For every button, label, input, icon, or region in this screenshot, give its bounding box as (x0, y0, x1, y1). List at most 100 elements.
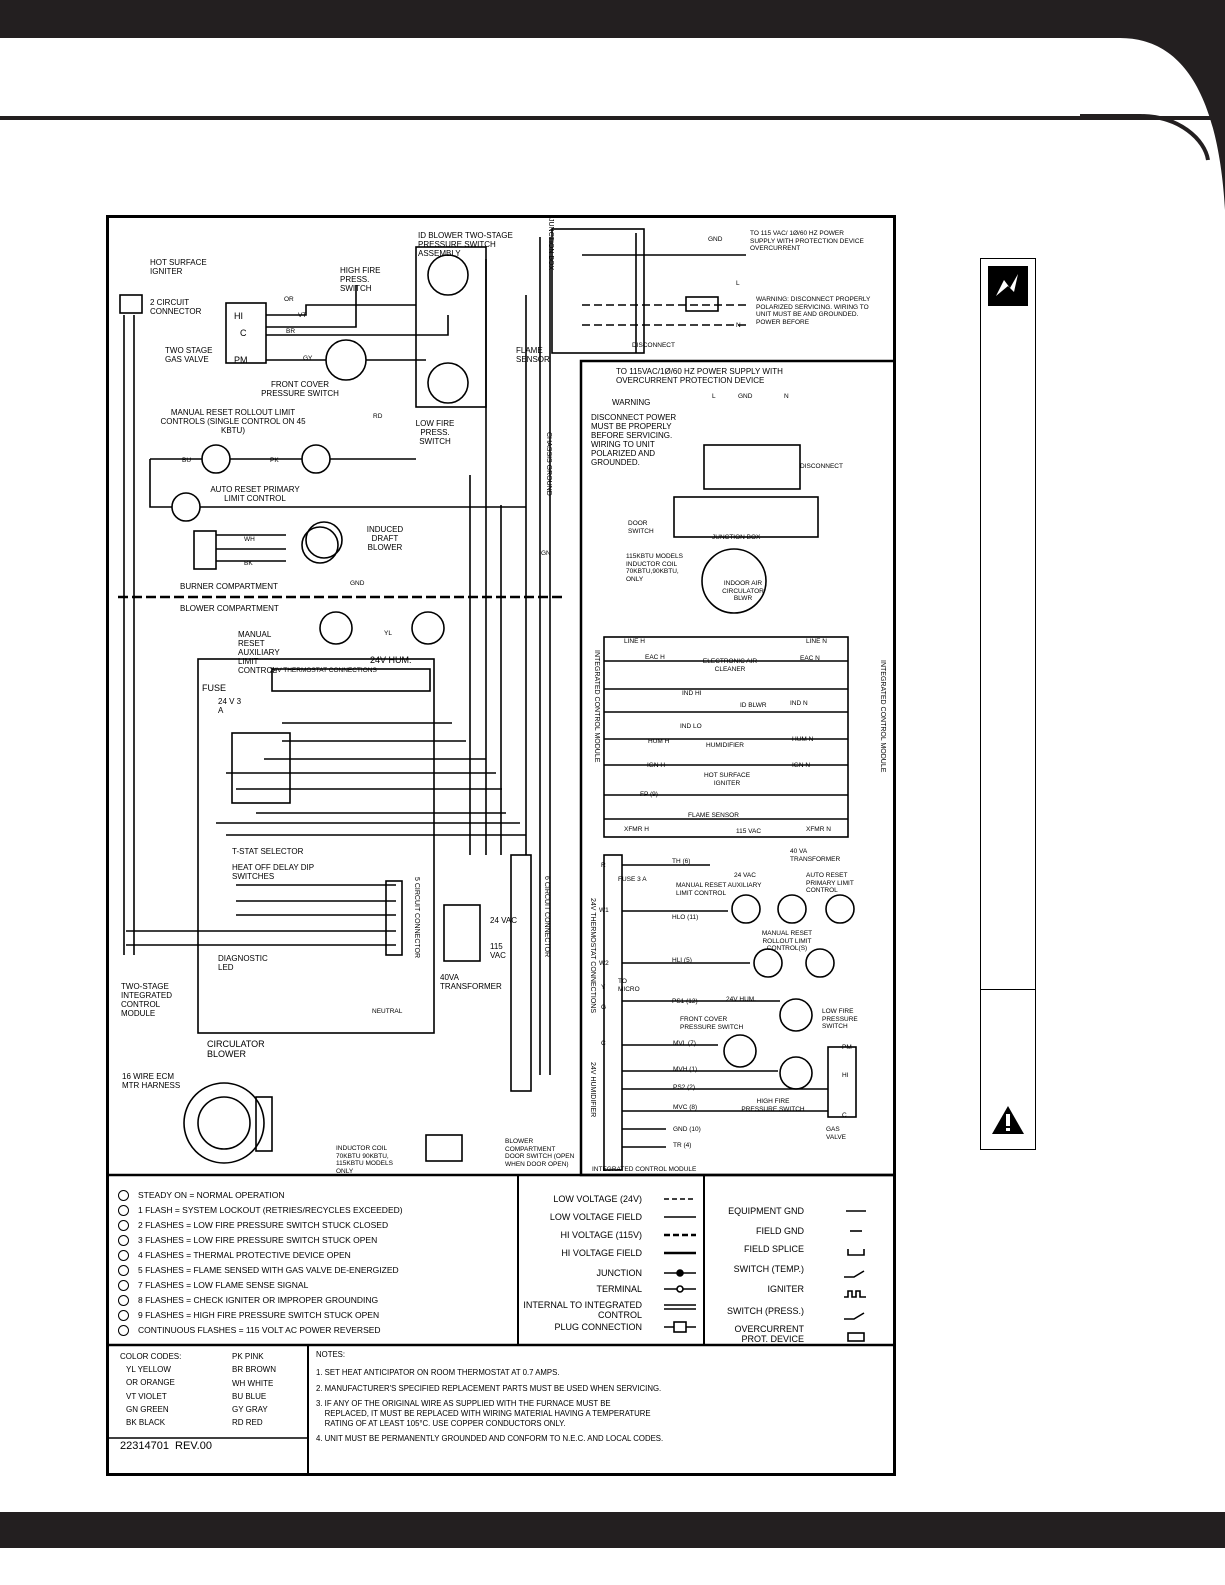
ladder-warning-title: WARNING (612, 398, 651, 407)
symbol-legend-item: SWITCH (PRESS.) (726, 1306, 804, 1316)
electric-shock-icon (988, 266, 1028, 306)
power-supply-label: TO 115 VAC/ 1Ø/60 HZ POWER SUPPLY WITH P… (750, 230, 864, 252)
wire-gy-label: GY (303, 355, 313, 362)
terminal-label: G (601, 1004, 607, 1011)
diagnostic-led-label: DIAGNOSTIC LED (218, 954, 268, 972)
color-code-item: RD RED (232, 1418, 263, 1428)
auto-reset-limit-label: AUTO RESET PRIMARY LIMIT CONTROL (210, 485, 300, 503)
diagnostic-legend-item: 9 FLASHES = HIGH FIRE PRESSURE SWITCH ST… (116, 1308, 403, 1323)
heat-off-delay-label: HEAT OFF DELAY DIP SWITCHES (232, 863, 314, 881)
wiring-schematic (106, 228, 896, 1476)
wire-or-label: OR (284, 296, 294, 303)
igniter-label: HOT SURFACE IGNITER (150, 258, 207, 276)
chassis-ground-label: CHASSIS GROUND (545, 432, 552, 496)
diagnostic-legend-item: 3 FLASHES = LOW FIRE PRESSURE SWITCH STU… (116, 1233, 403, 1248)
note-item: 2. MANUFACTURER'S SPECIFIED REPLACEMENT … (316, 1384, 662, 1393)
ladder-junction-box-label: JUNCTION BOX (712, 534, 761, 541)
wiring-diagram-frame (106, 215, 896, 1476)
ladder-mvc-label: MVC (8) (673, 1104, 698, 1111)
line-legend-item: LOW VOLTAGE FIELD (549, 1212, 642, 1222)
wire-bk-label: BK (244, 560, 253, 567)
wire-bu-label: BU (182, 457, 192, 464)
gnd-label: GND (350, 580, 365, 587)
vac-115-label: 115 VAC (490, 942, 506, 960)
power-l-label: L (736, 280, 740, 287)
ladder-humidifier-label: 24V HUMIDIFIER (589, 1062, 596, 1118)
transformer-40va-label: 40VA TRANSFORMER (440, 973, 502, 991)
color-code-item: YL YELLOW (126, 1365, 171, 1374)
ladder-pm-label: PM (842, 1044, 852, 1051)
terminal-label: R (601, 862, 606, 869)
ladder-row-left: EAC H (645, 654, 665, 661)
diagnostic-legend: STEADY ON = NORMAL OPERATION 1 FLASH = S… (116, 1188, 403, 1338)
header-rule (0, 116, 1225, 120)
ladder-row-left: IGN H (647, 762, 666, 769)
symbol-legend-item: FIELD GND (755, 1226, 804, 1236)
aux-limit-label: MANUAL RESET AUXILIARY LIMIT CONTROL (238, 630, 280, 675)
power-warning-label: WARNING: DISCONNECT PROPERLY POLARIZED S… (756, 296, 871, 326)
ladder-row-center: HUMIDIFIER (706, 742, 744, 749)
ladder-gas-valve-label: GAS VALVE (826, 1126, 846, 1141)
ladder-row-right: LINE N (806, 638, 827, 645)
fuse-rating-label: 24 V 3 A (218, 697, 242, 715)
ladder-hlo-label: HLO (11) (672, 914, 699, 921)
note-item: 4. UNIT MUST BE PERMANENTLY GROUNDED AND… (316, 1434, 664, 1443)
ladder-row-left: IND LO (680, 723, 702, 730)
ladder-manual-aux-label: MANUAL RESET AUXILIARY LIMIT CONTROL (676, 882, 762, 897)
ladder-tr-label: TR (4) (673, 1142, 692, 1149)
terminal-label: C (601, 1040, 606, 1047)
diagnostic-legend-item: STEADY ON = NORMAL OPERATION (116, 1188, 403, 1203)
diagnostic-legend-item: 4 FLASHES = THERMAL PROTECTIVE DEVICE OP… (116, 1248, 403, 1263)
color-code-item: GY GRAY (232, 1405, 268, 1415)
valve-c-label: C (240, 328, 247, 338)
note-item: 1. SET HEAT ANTICIPATOR ON ROOM THERMOST… (316, 1368, 560, 1377)
notes-title: NOTES: (316, 1350, 346, 1359)
wire-br-label: BR (286, 328, 296, 335)
ladder-low-fire-label: LOW FIRE PRESSURE SWITCH (822, 1008, 858, 1030)
ladder-row-left: LINE H (624, 638, 645, 645)
circulator-blower-label: CIRCULATOR BLOWER (207, 1039, 265, 1059)
valve-hi-label: HI (234, 311, 243, 321)
warning-triangle-icon (992, 1106, 1024, 1134)
ladder-row-center: ID BLWR (740, 702, 767, 709)
color-code-item: BR BROWN (232, 1365, 276, 1375)
connector-5circuit-label: 5 CIRCUIT CONNECTOR (413, 877, 420, 959)
ladder-auto-primary-label: AUTO RESET PRIMARY LIMIT CONTROL (806, 872, 854, 894)
color-code-item: VT VIOLET (126, 1391, 167, 1401)
symbol-legend-item: EQUIPMENT GND (728, 1206, 804, 1216)
color-codes-title: COLOR CODES: (120, 1352, 182, 1361)
ladder-row-left: HUM H (648, 738, 670, 745)
ladder-24vac-label: 24 VAC (734, 872, 756, 879)
ladder-ps2-label: PS2 (2) (673, 1084, 696, 1091)
gas-valve-label: TWO STAGE GAS VALVE (165, 346, 213, 364)
high-fire-switch-label: HIGH FIRE PRESS. SWITCH (340, 266, 381, 293)
fuse-label: FUSE (202, 683, 227, 693)
door-switch-label: BLOWER COMPARTMENT DOOR SWITCH (OPEN WHE… (505, 1138, 575, 1168)
ladder-door-switch-label: DOOR SWITCH (628, 520, 654, 535)
part-number: 22314701 REV.00 (120, 1440, 212, 1452)
ladder-gnd-label: GND (738, 393, 753, 400)
line-legend-item: LOW VOLTAGE (24V) (553, 1194, 642, 1204)
low-fire-switch-label: LOW FIRE PRESS. SWITCH (415, 419, 455, 446)
line-legend-item: JUNCTION (596, 1268, 643, 1278)
diagnostic-legend-item: 8 FLASHES = CHECK IGNITER OR IMPROPER GR… (116, 1293, 403, 1308)
burner-compartment-label: BURNER COMPARTMENT (180, 582, 278, 591)
diagnostic-legend-item: 2 FLASHES = LOW FIRE PRESSURE SWITCH STU… (116, 1218, 403, 1233)
color-code-item: BK BLACK (126, 1418, 166, 1428)
footer-bar (0, 1512, 1225, 1548)
connector-2circuit-label: 2 CIRCUIT CONNECTOR (150, 298, 202, 316)
power-disconnect-label: DISCONNECT (632, 342, 675, 349)
id-blower-switch-label: ID BLOWER TWO-STAGE PRESSURE SWITCH ASSE… (418, 231, 513, 258)
color-code-item: WH WHITE (232, 1378, 274, 1388)
ladder-row-center: ELECTRONIC AIR CLEANER (702, 658, 758, 673)
symbol-legend-item: IGNITER (767, 1284, 804, 1294)
diagnostic-legend-item: 1 FLASH = SYSTEM LOCKOUT (RETRIES/RECYCL… (116, 1203, 403, 1218)
ladder-tstat-conn-label: 24V THERMOSTAT CONNECTIONS (589, 898, 596, 1013)
side-warning-box (980, 258, 1036, 1150)
terminal-label: W2 (599, 960, 609, 967)
wire-yl-label: YL (384, 630, 392, 637)
power-n-label: N (736, 322, 741, 329)
diagnostic-legend-item: CONTINUOUS FLASHES = 115 VOLT AC POWER R… (116, 1323, 403, 1338)
integrated-module-label: TWO-STAGE INTEGRATED CONTROL MODULE (121, 982, 172, 1018)
line-legend-item: PLUG CONNECTION (554, 1322, 642, 1332)
